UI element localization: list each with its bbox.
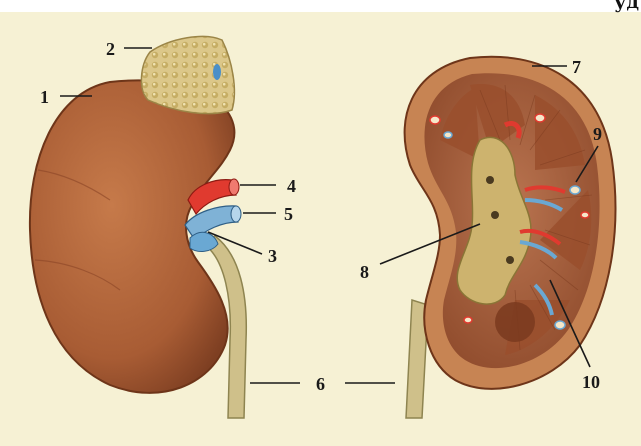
label-5: 5 bbox=[284, 205, 293, 223]
label-7: 7 bbox=[572, 58, 581, 76]
label-6: 6 bbox=[316, 375, 325, 393]
label-1: 1 bbox=[40, 88, 49, 106]
label-4: 4 bbox=[287, 177, 296, 195]
label-8: 8 bbox=[360, 263, 369, 281]
label-10: 10 bbox=[582, 373, 600, 391]
label-2: 2 bbox=[106, 40, 115, 58]
label-3: 3 bbox=[268, 247, 277, 265]
label-9: 9 bbox=[593, 125, 602, 143]
